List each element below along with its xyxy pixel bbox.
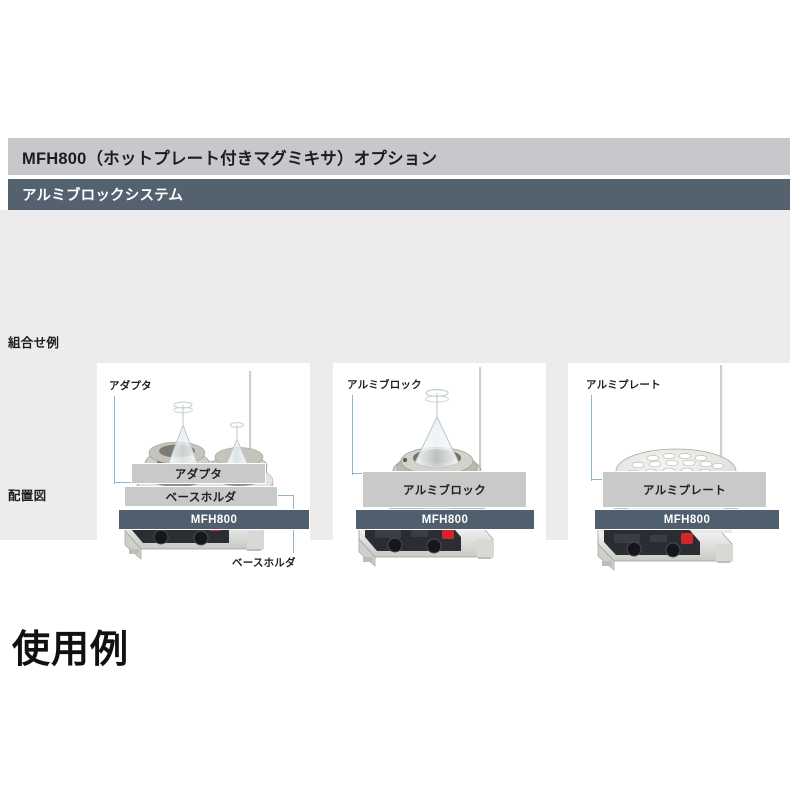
leader-line-aluminum-plate-vertical [591, 395, 592, 481]
catalog-subheader-title: アルミブロックシステム [22, 188, 184, 204]
row-label-layout: 配置図 [8, 489, 47, 503]
catalog-subheader-bar: アルミブロックシステム [8, 179, 790, 210]
stack-bar-col1-mfh800: MFH800 [118, 509, 310, 530]
catalog-sheet: MFH800（ホットプレート付きマグミキサ）オプション アルミブロックシステム … [0, 138, 800, 578]
stack-bar-col1-base-holder: ベースホルダ [124, 486, 278, 507]
stack-bar-col2-mfh800: MFH800 [355, 509, 535, 530]
catalog-header-bar: MFH800（ホットプレート付きマグミキサ）オプション [8, 138, 790, 175]
stack-bar-col2-aluminum-block: アルミブロック [362, 471, 527, 508]
callout-label-aluminum-plate: アルミプレート [586, 379, 661, 391]
stack-bar-col3-mfh800: MFH800 [594, 509, 780, 530]
callout-label-adapter: アダプタ [109, 380, 152, 392]
stack-bar-col3-aluminum-plate: アルミプレート [602, 471, 767, 508]
leader-line-aluminum-block-vertical [352, 395, 353, 475]
row-label-combination: 組合せ例 [8, 336, 60, 350]
catalog-header-title: MFH800（ホットプレート付きマグミキサ）オプション [22, 149, 438, 168]
leader-line-adapter-vertical [114, 396, 115, 484]
stack-bar-col1-adapter: アダプタ [131, 463, 266, 484]
callout-label-aluminum-block: アルミブロック [347, 379, 422, 391]
callout-label-base-holder: ベースホルダ [232, 557, 296, 569]
usage-section-heading: 使用例 [12, 629, 130, 671]
